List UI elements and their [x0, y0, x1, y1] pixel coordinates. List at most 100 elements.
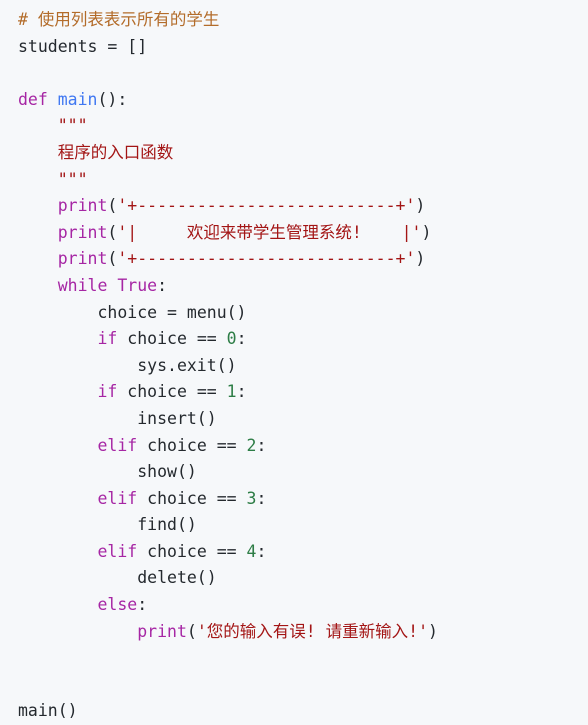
- code-token: [18, 276, 58, 295]
- code-token: ): [415, 249, 426, 269]
- code-line: def main():: [18, 87, 438, 114]
- code-token: '+--------------------------+': [117, 196, 416, 216]
- code-token: 2: [246, 435, 257, 455]
- code-token: choice: [18, 302, 168, 322]
- code-token: []: [117, 36, 148, 56]
- code-line: [18, 645, 438, 672]
- code-token: 0: [226, 329, 237, 349]
- code-token: elif: [97, 488, 138, 508]
- code-token: '| 欢迎来带学生管理系统! |': [117, 222, 422, 242]
- code-token: :: [236, 382, 247, 402]
- code-token: elif: [97, 435, 138, 455]
- code-line: # 使用列表表示所有的学生: [18, 7, 438, 34]
- code-token: 程序的入口函数: [18, 142, 174, 162]
- code-token: (: [186, 621, 197, 641]
- code-token: [18, 249, 58, 268]
- code-token: =: [167, 302, 177, 322]
- code-line: """: [18, 113, 438, 140]
- code-token: ==: [196, 382, 217, 402]
- code-token: ==: [196, 329, 217, 349]
- code-line: choice = menu(): [18, 300, 438, 327]
- code-token: [217, 382, 227, 401]
- code-token: [18, 196, 58, 215]
- code-token: print: [57, 222, 108, 242]
- code-line: """: [18, 167, 438, 194]
- code-token: insert(): [18, 408, 217, 428]
- code-token: sys.exit(): [18, 355, 237, 375]
- code-token: 4: [246, 541, 257, 561]
- code-token: [18, 382, 97, 401]
- code-token: show(): [18, 462, 197, 482]
- code-token: 1: [226, 382, 237, 402]
- code-token: ==: [216, 435, 237, 455]
- code-line: while True:: [18, 273, 438, 300]
- code-token: ): [428, 621, 438, 641]
- code-token: # 使用列表表示所有的学生: [18, 10, 220, 29]
- code-token: [18, 542, 97, 561]
- code-token: (: [107, 222, 118, 242]
- code-token: while: [57, 275, 108, 295]
- code-token: choice: [137, 435, 217, 455]
- code-token: else: [97, 595, 138, 615]
- code-line: students = []: [18, 34, 438, 61]
- code-token: elif: [97, 541, 138, 561]
- code-line: sys.exit(): [18, 353, 438, 380]
- code-line: insert(): [18, 406, 438, 433]
- code-line: print('| 欢迎来带学生管理系统! |'): [18, 220, 438, 247]
- code-token: =: [107, 36, 118, 56]
- code-line: if choice == 1:: [18, 379, 438, 406]
- code-token: ==: [216, 488, 237, 508]
- code-token: choice: [137, 541, 217, 561]
- code-token: print: [57, 249, 108, 269]
- code-token: menu(): [176, 302, 247, 322]
- code-line: print('+--------------------------+'): [18, 246, 438, 273]
- code-line: main(): [18, 698, 438, 725]
- code-token: (: [107, 196, 118, 216]
- code-token: if: [97, 329, 118, 349]
- code-line: print('您的输入有误! 请重新输入!'): [18, 619, 438, 646]
- code-block: # 使用列表表示所有的学生 students = [] def main(): "…: [18, 7, 438, 725]
- code-token: ): [421, 222, 432, 242]
- code-token: [18, 622, 137, 641]
- code-token: [18, 489, 97, 508]
- code-token: [107, 276, 117, 295]
- code-token: find(): [18, 515, 197, 535]
- code-token: :: [256, 435, 267, 455]
- code-line: if choice == 0:: [18, 326, 438, 353]
- code-token: main: [57, 89, 98, 109]
- code-token: :: [137, 595, 148, 615]
- code-line: elif choice == 4:: [18, 539, 438, 566]
- code-token: main(): [18, 701, 78, 721]
- code-line: delete(): [18, 565, 438, 592]
- code-token: ():: [97, 89, 128, 109]
- code-line: [18, 60, 438, 87]
- code-token: [18, 223, 58, 242]
- code-line: elif choice == 3:: [18, 486, 438, 513]
- code-token: 3: [246, 488, 257, 508]
- code-line: elif choice == 2:: [18, 433, 438, 460]
- code-line: [18, 672, 438, 699]
- code-token: :: [256, 488, 267, 508]
- code-token: print: [137, 621, 187, 641]
- code-token: [237, 436, 247, 455]
- code-line: else:: [18, 592, 438, 619]
- code-token: '您的输入有误! 请重新输入!': [196, 621, 428, 641]
- code-token: [237, 489, 247, 508]
- code-token: """: [18, 169, 88, 189]
- code-token: [237, 542, 247, 561]
- code-token: choice: [137, 488, 217, 508]
- code-line: find(): [18, 512, 438, 539]
- code-token: (: [107, 249, 118, 269]
- code-token: delete(): [18, 568, 217, 588]
- code-token: """: [18, 116, 88, 136]
- code-token: :: [256, 541, 267, 561]
- code-token: students: [18, 36, 108, 56]
- code-token: print: [57, 196, 108, 216]
- code-line: 程序的入口函数: [18, 140, 438, 167]
- code-token: [18, 329, 97, 348]
- code-token: [18, 595, 97, 614]
- code-token: '+--------------------------+': [117, 249, 416, 269]
- code-token: if: [97, 382, 118, 402]
- code-token: :: [236, 329, 247, 349]
- code-line: print('+--------------------------+'): [18, 193, 438, 220]
